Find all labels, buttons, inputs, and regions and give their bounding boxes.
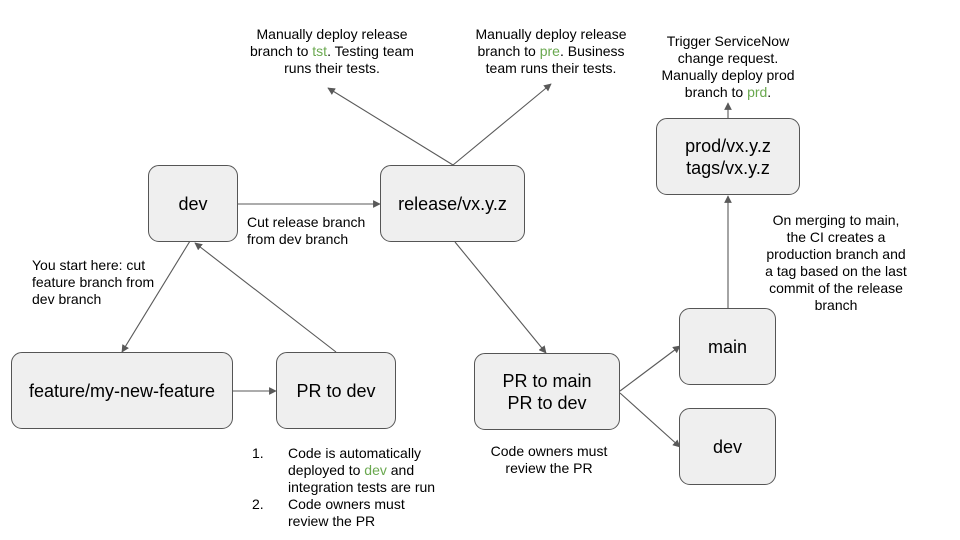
note-prd: Trigger ServiceNow change request. Manua… bbox=[661, 33, 795, 100]
note-code-owners: Code owners must review the PR bbox=[490, 443, 608, 476]
edge-dev-to-feature bbox=[121, 240, 191, 353]
edge-release-to-pre bbox=[452, 83, 552, 166]
node-release: release/vx.y.z bbox=[380, 165, 525, 242]
note-pre: Manually deploy release branch to pre. B… bbox=[475, 26, 627, 76]
node-dev-bottom: dev bbox=[679, 408, 776, 485]
node-feature: feature/my-new-feature bbox=[11, 352, 233, 429]
edge-release-to-tst bbox=[327, 87, 454, 166]
note-tst: Manually deploy release branch to tst. T… bbox=[250, 26, 414, 76]
edge-prmain-to-dev bbox=[619, 392, 681, 448]
env-label-pre: pre bbox=[539, 43, 560, 59]
note-cut-release: Cut release branch from dev branch bbox=[247, 214, 366, 247]
env-label-dev: dev bbox=[364, 462, 387, 478]
node-dev-top: dev bbox=[148, 165, 238, 242]
step-item: 2. Code owners must review the PR bbox=[252, 496, 405, 529]
note-start-here: You start here: cut feature branch from … bbox=[32, 257, 155, 307]
steps-list: 1. Code is automatically deployed to dev… bbox=[252, 445, 452, 530]
edge-prdev-to-dev bbox=[194, 242, 337, 353]
edge-prmain-to-main bbox=[619, 345, 681, 392]
edge-release-to-prmain bbox=[454, 241, 547, 354]
node-pr-to-dev: PR to dev bbox=[276, 352, 396, 429]
note-merge-main: On merging to main, the CI creates a pro… bbox=[765, 212, 907, 313]
node-prod: prod/vx.y.z tags/vx.y.z bbox=[656, 118, 800, 195]
step-item: 1. Code is automatically deployed to dev… bbox=[252, 445, 436, 495]
env-label-tst: tst bbox=[312, 43, 328, 59]
env-label-prd: prd bbox=[747, 84, 768, 100]
node-main: main bbox=[679, 308, 776, 385]
node-pr-to-main: PR to main PR to dev bbox=[474, 353, 620, 430]
